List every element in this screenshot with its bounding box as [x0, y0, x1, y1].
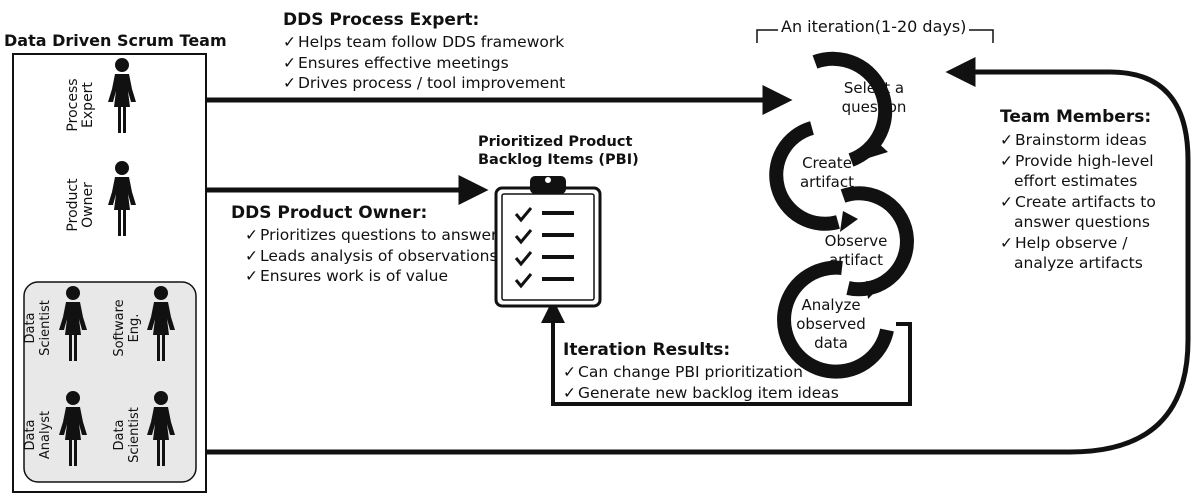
list-item: Helps team follow DDS framework: [283, 32, 565, 53]
stage-line: Create: [802, 154, 852, 172]
role-line: Expert: [80, 82, 96, 128]
team-members-title: Team Members:: [1000, 107, 1152, 127]
arrow-icon: [207, 57, 1191, 455]
list-item: Create artifacts to: [1000, 192, 1156, 213]
stage-line: Observe: [824, 232, 888, 250]
loop-arc: [769, 121, 840, 231]
stage-select-question: Select a question: [826, 79, 922, 117]
list-item: Prioritizes questions to answer: [245, 225, 498, 246]
stage-analyze-data: Analyze observed data: [791, 296, 871, 353]
list-item: analyze artifacts: [1014, 254, 1143, 272]
role-software-eng: Software Eng.: [112, 294, 142, 362]
iteration-label: An iteration(1-20 days): [778, 17, 970, 36]
role-line: Product: [65, 178, 81, 232]
process-expert-box: DDS Process Expert: Helps team follow DD…: [283, 10, 565, 94]
backlog-title-line: Prioritized Product: [478, 134, 633, 150]
role-line: Data: [23, 419, 38, 451]
stage-observe-artifact: Observe artifact: [816, 232, 896, 270]
iteration-results-list: Can change PBI prioritization Generate n…: [563, 362, 839, 403]
iteration-results-title: Iteration Results:: [563, 340, 731, 360]
stage-create-artifact: Create artifact: [787, 154, 867, 192]
role-line: Data: [112, 419, 127, 451]
stage-line: artifact: [799, 173, 854, 191]
clipboard-checklist-icon: [494, 176, 602, 308]
stage-line: observed: [796, 315, 866, 333]
stage-line: data: [814, 334, 848, 352]
team-box: [12, 53, 207, 493]
role-line: Data: [23, 312, 38, 344]
role-data-analyst: Data Analyst: [23, 401, 53, 469]
role-line: Analyst: [38, 410, 53, 460]
backlog-title-line: Backlog Items (PBI): [478, 152, 639, 168]
role-line: Owner: [80, 182, 96, 228]
process-expert-title: DDS Process Expert:: [283, 10, 480, 30]
role-data-scientist: Data Scientist: [112, 401, 142, 469]
iteration-results-box: Iteration Results: Can change PBI priori…: [563, 340, 839, 403]
product-owner-title: DDS Product Owner:: [231, 203, 428, 223]
team-members-box: Team Members: Brainstorm ideas Provide h…: [1000, 107, 1156, 274]
role-product-owner: Product Owner: [65, 170, 96, 240]
role-line: Process: [65, 78, 81, 132]
backlog-title: Prioritized Product Backlog Items (PBI): [478, 133, 639, 169]
stage-line: Select a: [843, 79, 905, 97]
role-data-scientist: Data Scientist: [23, 294, 53, 362]
list-item: Help observe /: [1000, 233, 1156, 254]
person-icon: [108, 58, 136, 133]
list-item: Generate new backlog item ideas: [563, 383, 839, 404]
loop-arc: [777, 260, 894, 379]
role-process-expert: Process Expert: [65, 70, 96, 140]
list-item: Brainstorm ideas: [1000, 130, 1156, 151]
team-members-list: Brainstorm ideas Provide high-level effo…: [1000, 130, 1156, 274]
team-title: Data Driven Scrum Team: [4, 31, 227, 50]
process-expert-list: Helps team follow DDS framework Ensures …: [283, 32, 565, 94]
list-item: Provide high-level: [1000, 151, 1156, 172]
stage-line: artifact: [828, 251, 883, 269]
product-owner-list: Prioritizes questions to answer Leads an…: [231, 225, 498, 287]
person-icon: [108, 161, 136, 236]
role-line: Scientist: [38, 300, 53, 356]
product-owner-box: DDS Product Owner: Prioritizes questions…: [231, 203, 498, 287]
list-item: effort estimates: [1014, 172, 1138, 190]
list-item: answer questions: [1014, 213, 1150, 231]
list-item: Can change PBI prioritization: [563, 362, 839, 383]
role-line: Eng.: [127, 313, 142, 343]
stage-line: Analyze: [801, 296, 861, 314]
list-item: Ensures work is of value: [245, 266, 498, 287]
role-line: Scientist: [127, 407, 142, 463]
list-item: Drives process / tool improvement: [283, 73, 565, 94]
list-item: Leads analysis of observations: [245, 246, 498, 267]
arrow-icon: [541, 299, 912, 406]
stage-line: question: [841, 98, 907, 116]
list-item: Ensures effective meetings: [283, 53, 565, 74]
role-line: Software: [112, 299, 127, 357]
